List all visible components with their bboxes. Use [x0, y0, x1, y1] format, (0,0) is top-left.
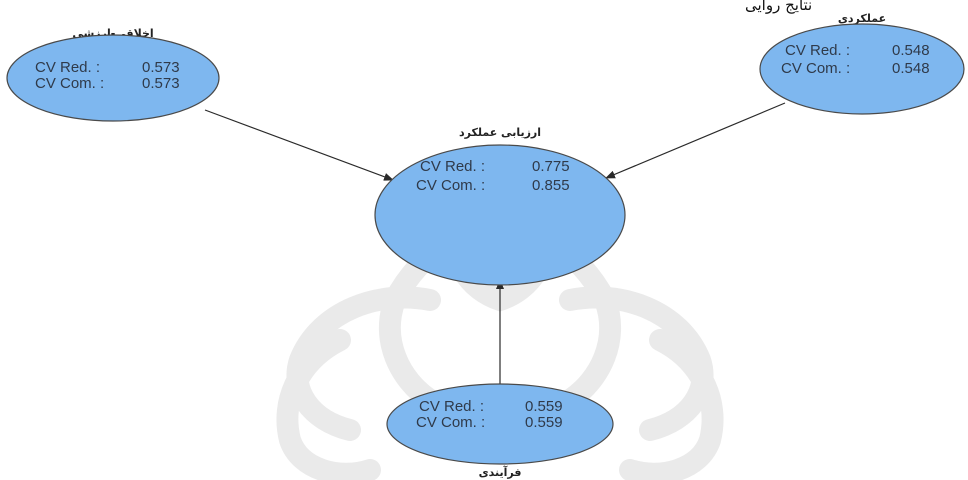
node-performance: ارزیابی عملکرد CV Red. : 0.775 CV Com. :…	[374, 126, 626, 286]
node-ethical-com-label: CV Com. :	[35, 75, 104, 92]
edge-functional-to-performance	[605, 102, 786, 179]
node-ethical-circle	[6, 34, 220, 122]
node-process-red-value: 0.559	[525, 398, 563, 415]
node-functional-red-value: 0.548	[892, 42, 930, 59]
node-performance-circle	[374, 144, 626, 286]
node-ethical-com-value: 0.573	[142, 75, 180, 92]
node-process-title: فرآیندی	[479, 465, 522, 479]
node-process: CV Red. : 0.559 CV Com. : 0.559 فرآیندی	[386, 383, 614, 479]
node-ethical-red-value: 0.573	[142, 59, 180, 76]
node-performance-red-label: CV Red. :	[420, 158, 485, 175]
node-ethical-red-label: CV Red. :	[35, 59, 100, 76]
edge-ethical-to-performance	[204, 109, 394, 181]
node-process-red-label: CV Red. :	[419, 398, 484, 415]
node-performance-com-value: 0.855	[532, 177, 570, 194]
node-ethical: اخلاقی-ارزشی CV Red. : 0.573 CV Com. : 0…	[6, 27, 220, 122]
node-functional-circle	[759, 23, 965, 115]
node-functional: عملکردی CV Red. : 0.548 CV Com. : 0.548	[759, 12, 965, 115]
node-performance-title: ارزیابی عملکرد	[459, 126, 541, 139]
header-fragment: نتایج روایی	[745, 0, 812, 14]
node-process-circle	[386, 383, 614, 465]
node-functional-title: عملکردی	[838, 12, 886, 25]
node-process-com-value: 0.559	[525, 414, 563, 431]
node-performance-red-value: 0.775	[532, 158, 570, 175]
node-functional-red-label: CV Red. :	[785, 42, 850, 59]
node-functional-com-label: CV Com. :	[781, 60, 850, 77]
node-functional-com-value: 0.548	[892, 60, 930, 77]
node-process-com-label: CV Com. :	[416, 414, 485, 431]
node-performance-com-label: CV Com. :	[416, 177, 485, 194]
